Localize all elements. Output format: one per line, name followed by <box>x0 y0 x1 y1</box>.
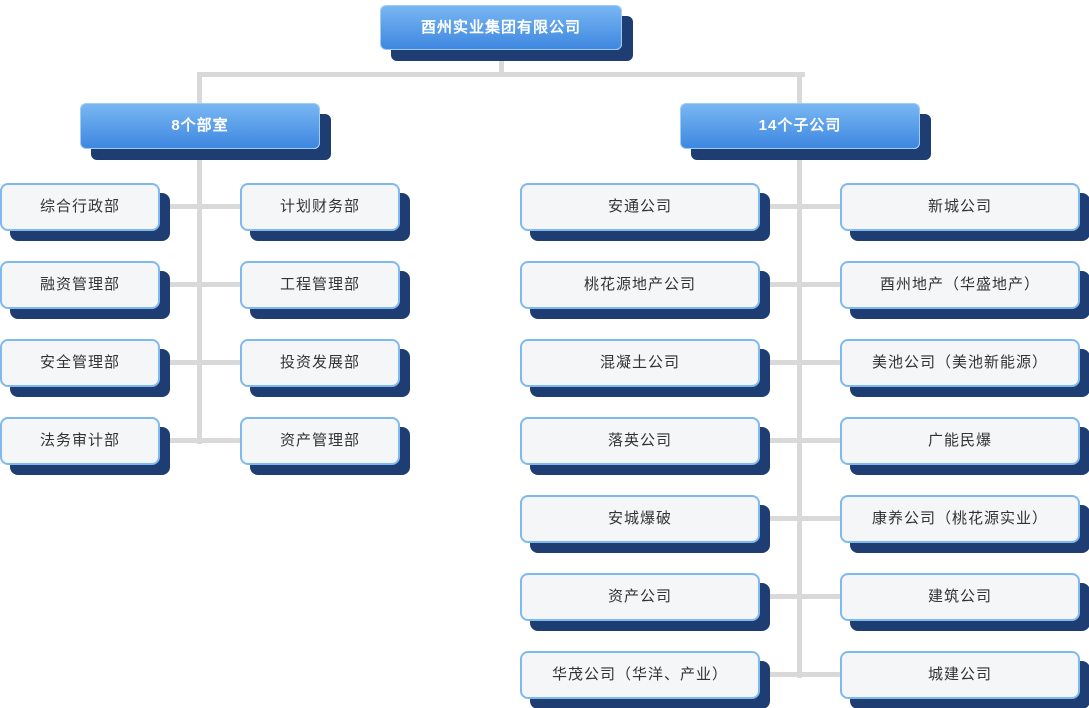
company-node: 新城公司 <box>840 183 1080 231</box>
connector-left-row-stub <box>160 282 240 287</box>
dept-node: 安全管理部 <box>0 339 160 387</box>
connector-right-row-stub <box>760 282 840 287</box>
connector-right-row-stub <box>760 360 840 365</box>
connector-left-spine <box>197 148 202 444</box>
dept-node: 综合行政部 <box>0 183 160 231</box>
company-node: 美池公司（美池新能源） <box>840 339 1080 387</box>
connector-right-row-stub <box>760 438 840 443</box>
connector-right-row-stub <box>760 516 840 521</box>
company-node: 安城爆破 <box>520 495 760 543</box>
company-node: 桃花源地产公司 <box>520 261 760 309</box>
company-node: 广能民爆 <box>840 417 1080 465</box>
dept-node: 融资管理部 <box>0 261 160 309</box>
connector-root-stub <box>499 48 504 74</box>
group-node-departments: 8个部室 <box>80 103 320 149</box>
company-node: 资产公司 <box>520 573 760 621</box>
connector-right-spine <box>797 148 802 678</box>
connector-right-row-stub <box>760 594 840 599</box>
connector-left-row-stub <box>160 438 240 443</box>
company-node: 康养公司（桃花源实业） <box>840 495 1080 543</box>
dept-node: 计划财务部 <box>240 183 400 231</box>
connector-right-drop <box>797 75 802 104</box>
connector-left-row-stub <box>160 360 240 365</box>
dept-node: 资产管理部 <box>240 417 400 465</box>
company-node: 城建公司 <box>840 651 1080 699</box>
dept-node: 法务审计部 <box>0 417 160 465</box>
company-node: 落英公司 <box>520 417 760 465</box>
connector-right-row-stub <box>760 672 840 677</box>
group-node-subsidiaries: 14个子公司 <box>680 103 920 149</box>
connector-left-drop <box>197 75 202 104</box>
dept-node: 投资发展部 <box>240 339 400 387</box>
connector-left-row-stub <box>160 204 240 209</box>
company-node: 华茂公司（华洋、产业） <box>520 651 760 699</box>
company-node: 酉州地产（华盛地产） <box>840 261 1080 309</box>
connector-main-horizontal <box>197 72 805 77</box>
company-node: 建筑公司 <box>840 573 1080 621</box>
connector-right-row-stub <box>760 204 840 209</box>
root-node: 酉州实业集团有限公司 <box>380 5 622 50</box>
company-node: 混凝土公司 <box>520 339 760 387</box>
dept-node: 工程管理部 <box>240 261 400 309</box>
company-node: 安通公司 <box>520 183 760 231</box>
